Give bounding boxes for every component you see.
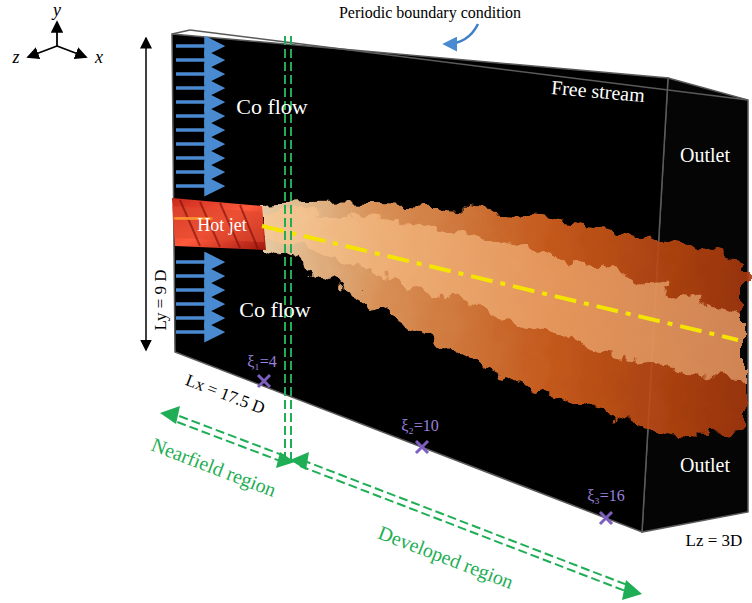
region-label: Developed region [375,521,516,593]
top-edge [190,30,748,100]
flow-label: Co flow [236,95,308,119]
axis-label: x [95,48,103,68]
boundary-label: Outlet [680,454,730,476]
boundary-label: Outlet [680,144,730,166]
region-label: Nearfield region [149,433,280,501]
station-label: ξ₃=16 [587,487,625,505]
jet-plume [262,204,744,433]
station-label: ξ₂=10 [401,417,439,435]
axis-label: y [53,1,61,21]
periodic-arrow [446,24,478,44]
flow-label: Hot jet [197,216,247,236]
axis-triad [28,22,86,57]
boundary-note: Periodic boundary condition [339,4,521,22]
region-arrowheads [160,406,642,600]
dimension-label: Ly = 9 D [152,269,171,330]
hot-jet-nozzle [172,198,266,250]
station-label: ξ₁=4 [247,353,277,371]
coflow-arrows [176,46,220,332]
jet-centerline [262,226,738,340]
dimension-label: Lz = 3D [686,532,743,551]
flow-label: Co flow [239,298,311,322]
ly-dimension [145,38,147,350]
region-arrows [172,414,630,592]
axis-label: z [12,48,19,68]
top-edge [172,30,190,34]
station-markers [258,375,612,524]
